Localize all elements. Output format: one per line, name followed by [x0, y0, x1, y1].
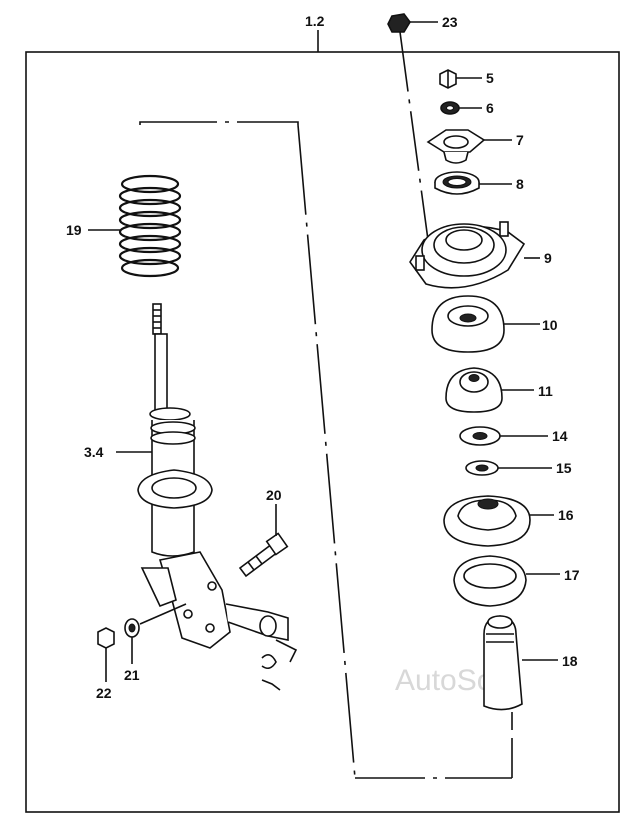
label-16: 16 — [558, 507, 574, 523]
label-17: 17 — [564, 567, 580, 583]
nut-5 — [439, 69, 482, 89]
label-20: 20 — [266, 487, 282, 503]
stopper-11 — [445, 367, 534, 413]
top-mount-9 — [409, 221, 540, 289]
label-7: 7 — [516, 132, 524, 148]
label-23: 23 — [442, 14, 458, 30]
label-15: 15 — [556, 460, 572, 476]
label-1-2: 1.2 — [305, 13, 325, 29]
shock-absorber-3-4 — [116, 303, 298, 691]
label-21: 21 — [124, 667, 140, 683]
label-14: 14 — [552, 428, 568, 444]
assembly-outline — [139, 121, 513, 779]
bolt-20 — [238, 504, 289, 578]
label-5: 5 — [486, 70, 494, 86]
label-6: 6 — [486, 100, 494, 116]
washer-14 — [459, 426, 548, 446]
nut-23 — [387, 13, 438, 241]
spring-seat-16 — [443, 495, 554, 547]
label-10: 10 — [542, 317, 558, 333]
washer-21 — [124, 603, 187, 664]
washer-6 — [440, 101, 482, 115]
label-11: 11 — [538, 383, 553, 399]
coil-spring-19 — [88, 174, 182, 278]
bearing-8 — [434, 171, 512, 195]
label-22: 22 — [96, 685, 112, 701]
label-18: 18 — [562, 653, 578, 669]
label-9: 9 — [544, 250, 552, 266]
label-19: 19 — [66, 222, 82, 238]
pad-17 — [453, 555, 560, 607]
diagram-frame — [25, 51, 620, 813]
cup-10 — [431, 295, 540, 353]
label-3-4: 3.4 — [84, 444, 104, 460]
washer-15 — [465, 460, 552, 476]
label-8: 8 — [516, 176, 524, 192]
plate-7 — [426, 129, 512, 164]
boot-18 — [483, 615, 558, 711]
nut-22 — [97, 627, 115, 682]
